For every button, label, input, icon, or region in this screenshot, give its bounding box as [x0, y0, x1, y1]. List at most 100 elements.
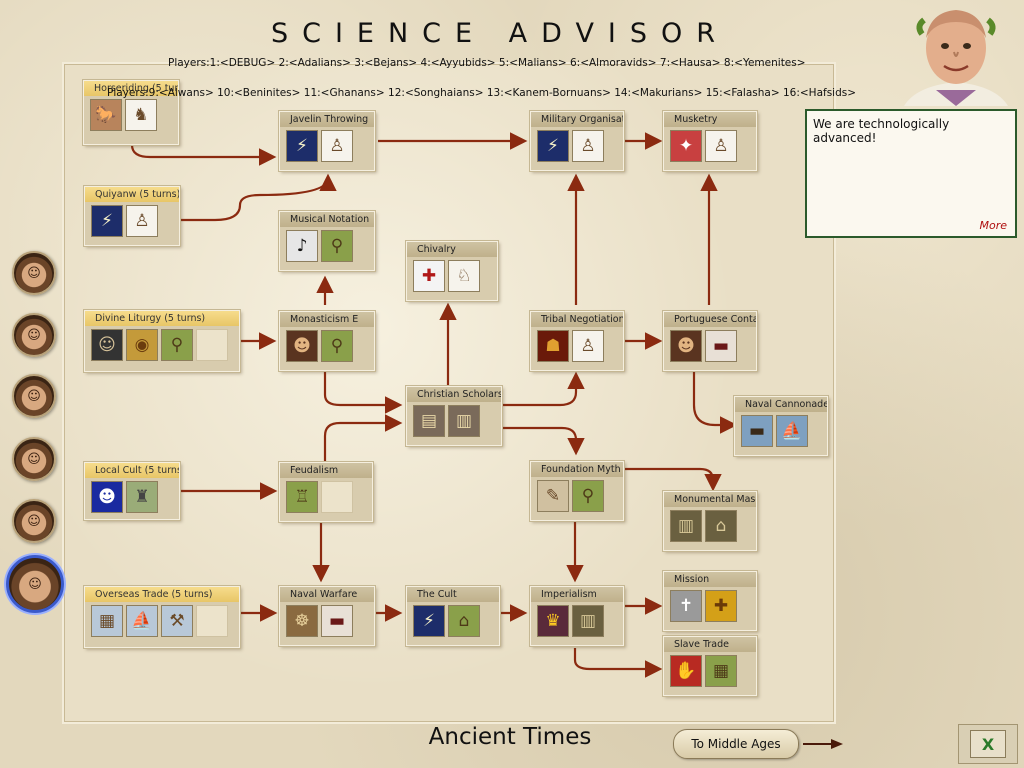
tech-naval-cannonade[interactable]: Naval Cannonade ▬ ⛵ — [734, 396, 828, 456]
cannon-icon: ▬ — [321, 605, 353, 637]
connector — [573, 648, 663, 678]
empty-slot — [196, 329, 228, 361]
tech-monumental-masonry[interactable]: Monumental Masonry ▥ ⌂ — [663, 491, 757, 551]
tech-label: Horseriding (5 turns) — [84, 81, 178, 96]
lightning-icon: ⚡ — [286, 130, 318, 162]
cannon-icon: ▬ — [705, 330, 737, 362]
tech-chivalry[interactable]: Chivalry ✚ ♘ — [406, 241, 498, 301]
tech-overseas-trade[interactable]: Overseas Trade (5 turns) ▦ ⛵ ⚒ — [84, 586, 240, 648]
field-icon: ⚲ — [321, 330, 353, 362]
advisor-face-domestic[interactable]: ☺ — [12, 251, 56, 295]
tech-label: Quiyanw (5 turns) — [85, 187, 179, 202]
lightning-icon: ⚡ — [413, 605, 445, 637]
tech-label: Military Organisation — [531, 112, 623, 127]
advisor-speech-box: We are technologically advanced! More — [805, 109, 1017, 238]
tech-label: Javelin Throwing — [280, 112, 374, 127]
ship-icon: ⛵ — [776, 415, 808, 447]
tech-quiyanw[interactable]: Quiyanw (5 turns) ⚡ ♙ — [84, 186, 180, 246]
advisor-face-foreign[interactable]: ☺ — [12, 437, 56, 481]
more-link[interactable]: More — [979, 219, 1007, 232]
tech-naval-warfare[interactable]: Naval Warfare ☸ ▬ — [279, 586, 375, 646]
book-icon: ▥ — [448, 405, 480, 437]
close-button[interactable]: X — [958, 724, 1018, 764]
cavalry-unit-icon: ♞ — [125, 99, 157, 131]
crane-icon: ⚒ — [161, 605, 193, 637]
advisor-face-cultural[interactable]: ☺ — [12, 499, 56, 543]
shield-icon: ✚ — [413, 260, 445, 292]
ruins-icon: ▥ — [572, 605, 604, 637]
tech-horseriding[interactable]: Horseriding (5 turns) 🐎 ♞ — [83, 80, 179, 145]
castle-icon: ♖ — [286, 481, 318, 513]
face-icon: ☻ — [286, 330, 318, 362]
crowd-icon: ☺ — [91, 329, 123, 361]
boat-icon: ⛵ — [126, 605, 158, 637]
musketeer-unit-icon: ♙ — [705, 130, 737, 162]
tech-foundation-myth[interactable]: Foundation Myth ✎ ⚲ — [530, 461, 624, 521]
science-advisor-portrait — [904, 10, 1008, 106]
hands-icon: ✋ — [670, 655, 702, 687]
cake-icon: ◉ — [126, 329, 158, 361]
warrior-unit-icon: ♙ — [572, 330, 604, 362]
era-title: Ancient Times — [428, 724, 592, 750]
tech-label: Musical Notation — [280, 212, 374, 227]
tech-slave-trade[interactable]: Slave Trade ✋ ▦ — [663, 636, 757, 696]
players-line-2: Players:9:<Alwans> 10:<Beninites> 11:<Gh… — [107, 87, 857, 99]
cross-icon: ✝ — [670, 590, 702, 622]
tech-divine-liturgy[interactable]: Divine Liturgy (5 turns) ☺ ◉ ⚲ — [84, 310, 240, 372]
tech-feudalism[interactable]: Feudalism ♖ — [279, 462, 373, 522]
tech-imperialism[interactable]: Imperialism ♛ ▥ — [530, 586, 624, 646]
tech-javelin-throwing[interactable]: Javelin Throwing ⚡ ♙ — [279, 111, 375, 171]
tech-local-cult[interactable]: Local Cult (5 turns) ☻ ♜ — [84, 462, 180, 520]
connector — [500, 371, 585, 407]
tech-label: Musketry — [664, 112, 756, 127]
tech-christian-scholarship[interactable]: Christian Scholarship ▤ ▥ — [406, 386, 502, 446]
tech-musketry[interactable]: Musketry ✦ ♙ — [663, 111, 757, 171]
cannon-icon: ▬ — [741, 415, 773, 447]
tech-portuguese-contact[interactable]: Portuguese Contact ☻ ▬ — [663, 311, 757, 371]
tech-label: Christian Scholarship — [407, 387, 501, 402]
tech-label: Divine Liturgy (5 turns) — [85, 311, 239, 326]
mask-icon: ☗ — [537, 330, 569, 362]
music-note-icon: ♪ — [286, 230, 318, 262]
red-icon: ✦ — [670, 130, 702, 162]
book-icon: ▤ — [413, 405, 445, 437]
gold-cross-icon: ✚ — [705, 590, 737, 622]
empty-slot — [196, 605, 228, 637]
tech-mission[interactable]: Mission ✝ ✚ — [663, 571, 757, 631]
tech-label: Mission — [664, 572, 756, 587]
tech-label: Tribal Negotiation — [531, 312, 623, 327]
tech-label: Imperialism — [531, 587, 623, 602]
tech-label: Monumental Masonry — [664, 492, 756, 507]
advisor-face-science-active[interactable]: ☺ — [6, 555, 64, 613]
page-title: SCIENCE ADVISOR — [270, 18, 730, 49]
masonry-icon: ⌂ — [705, 510, 737, 542]
tech-label: Local Cult (5 turns) — [85, 463, 179, 478]
tech-label: Overseas Trade (5 turns) — [85, 587, 239, 602]
javelin-unit-icon: ♙ — [321, 130, 353, 162]
tech-label: Portuguese Contact — [664, 312, 756, 327]
tech-label: Monasticism E — [280, 312, 374, 327]
advisor-face-trade[interactable]: ☺ — [12, 313, 56, 357]
field-icon: ⚲ — [321, 230, 353, 262]
tech-label: Feudalism — [280, 463, 372, 478]
horse-icon: 🐎 — [90, 99, 122, 131]
masonry-icon: ▥ — [670, 510, 702, 542]
to-middle-ages-button[interactable]: To Middle Ages — [673, 729, 799, 759]
tech-the-cult[interactable]: The Cult ⚡ ⌂ — [406, 586, 500, 646]
tech-label: Slave Trade — [664, 637, 756, 652]
connector — [692, 372, 738, 434]
connector — [323, 372, 403, 414]
tech-military-organisation[interactable]: Military Organisation ⚡ ♙ — [530, 111, 624, 171]
tech-tribal-negotiation[interactable]: Tribal Negotiation ☗ ♙ — [530, 311, 624, 371]
tech-monasticism[interactable]: Monasticism E ☻ ⚲ — [279, 311, 375, 371]
soldier-unit-icon: ♙ — [572, 130, 604, 162]
tech-label: Chivalry — [407, 242, 497, 257]
tech-label: Foundation Myth — [531, 462, 623, 477]
connector — [323, 414, 403, 462]
close-icon: X — [970, 730, 1006, 758]
tech-label: The Cult — [407, 587, 499, 602]
advisor-face-military[interactable]: ☺ — [12, 374, 56, 418]
tech-musical-notation[interactable]: Musical Notation ♪ ⚲ — [279, 211, 375, 271]
field-icon: ▦ — [705, 655, 737, 687]
tech-label: Naval Cannonade — [735, 397, 827, 412]
